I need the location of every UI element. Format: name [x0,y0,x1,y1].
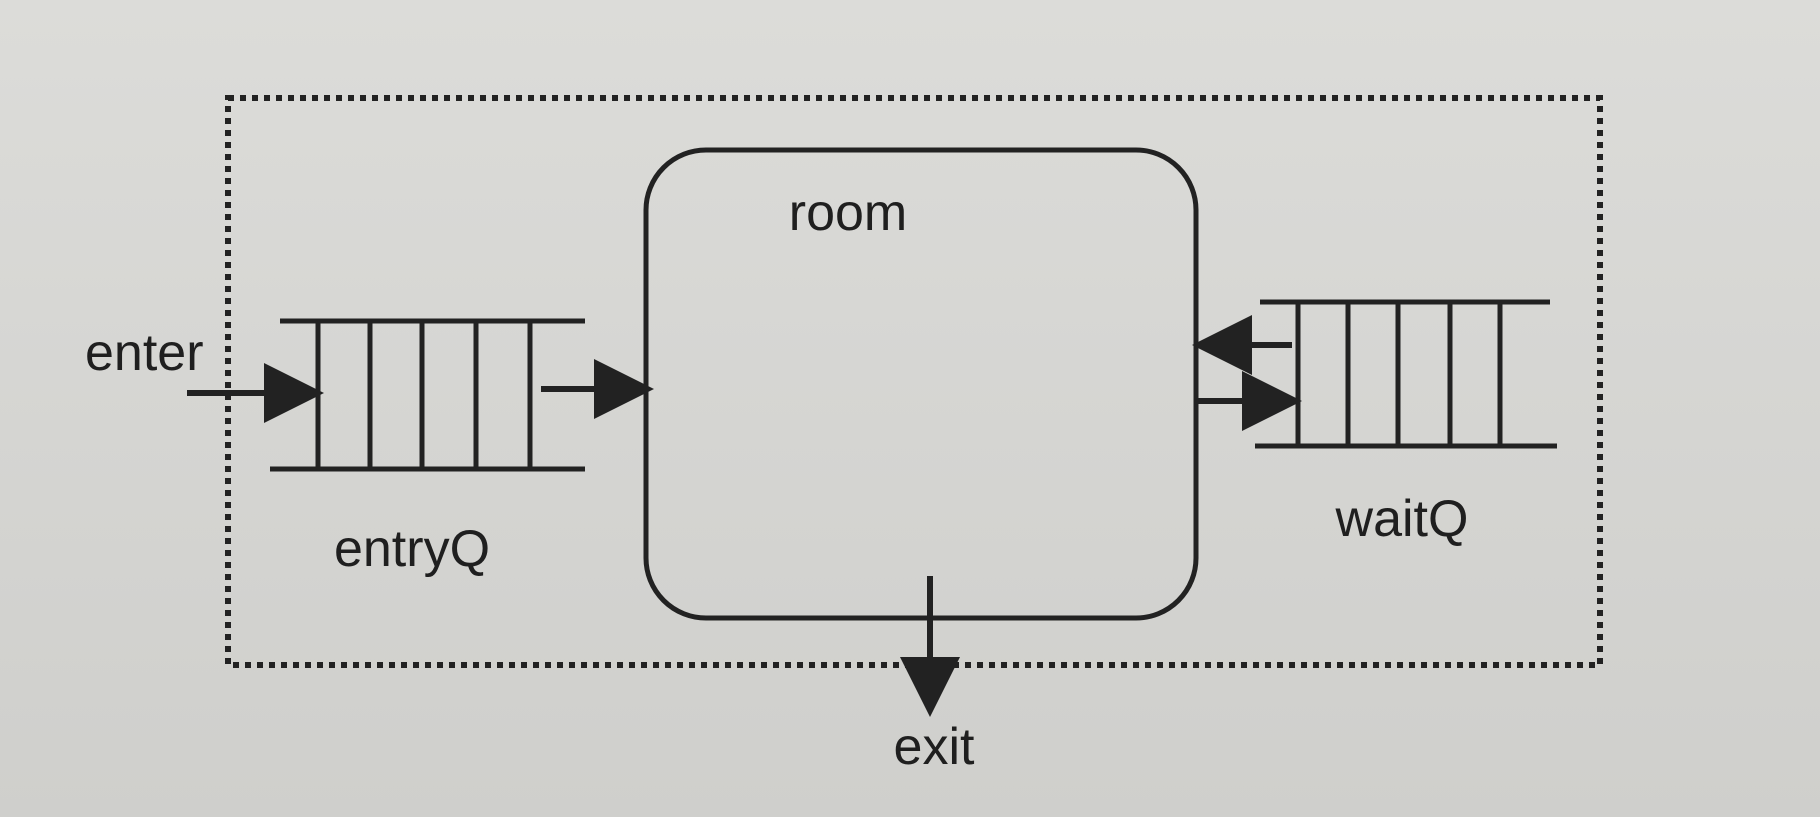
wait-queue [1255,299,1557,449]
monitor-boundary [225,95,1603,668]
wait-queue-label: waitQ [1335,490,1469,548]
room-label: room [789,184,907,242]
entry-queue-label: entryQ [334,520,490,578]
room-box [643,147,1199,621]
entry-queue [270,318,585,472]
exit-label: exit [894,718,975,776]
enter-label: enter [85,324,204,382]
